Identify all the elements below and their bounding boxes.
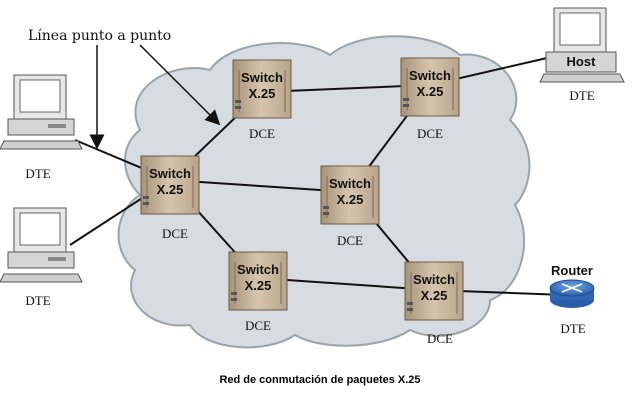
- dce-label: DCE: [249, 126, 275, 141]
- dce-label: DCE: [427, 331, 453, 346]
- switch-bottom-left: Switch X.25: [228, 251, 288, 311]
- dce-label: DCE: [337, 233, 363, 248]
- switch-label: X.25: [249, 86, 276, 101]
- switch-label: Switch: [413, 272, 455, 287]
- switch-top-right: Switch X.25: [400, 57, 460, 117]
- router-label: Router: [551, 263, 593, 278]
- switch-label: X.25: [337, 192, 364, 207]
- switch-label: Switch: [237, 262, 279, 277]
- switch-label: X.25: [421, 288, 448, 303]
- host-label: Host: [567, 54, 597, 69]
- switch-label: Switch: [329, 176, 371, 191]
- switch-bottom-right: Switch X.25: [404, 261, 464, 321]
- annotation-arrows: [89, 44, 221, 150]
- host-computer: [539, 7, 625, 83]
- pc-terminal-top: [0, 74, 83, 150]
- switch-label: X.25: [245, 278, 272, 293]
- dte-label: DTE: [25, 166, 50, 181]
- switch-left: Switch X.25: [140, 155, 200, 215]
- annotation-label: Línea punto a punto: [28, 28, 171, 44]
- pc-terminal-bottom: [0, 207, 83, 283]
- dte-label: DTE: [25, 293, 50, 308]
- router-icon: [549, 279, 595, 308]
- switch-center: Switch X.25: [320, 165, 380, 225]
- dte-label: DTE: [569, 88, 594, 103]
- dce-label: DCE: [245, 318, 271, 333]
- switch-label: Switch: [241, 70, 283, 85]
- switch-label: Switch: [149, 166, 191, 181]
- switch-label: X.25: [417, 84, 444, 99]
- switch-label: Switch: [409, 68, 451, 83]
- figure-caption: Red de conmutación de paquetes X.25: [219, 374, 420, 386]
- switch-label: X.25: [157, 182, 184, 197]
- dce-label: DCE: [417, 126, 443, 141]
- dte-label: DTE: [560, 321, 585, 336]
- dce-label: DCE: [162, 226, 188, 241]
- switch-top-left: Switch X.25: [232, 59, 292, 119]
